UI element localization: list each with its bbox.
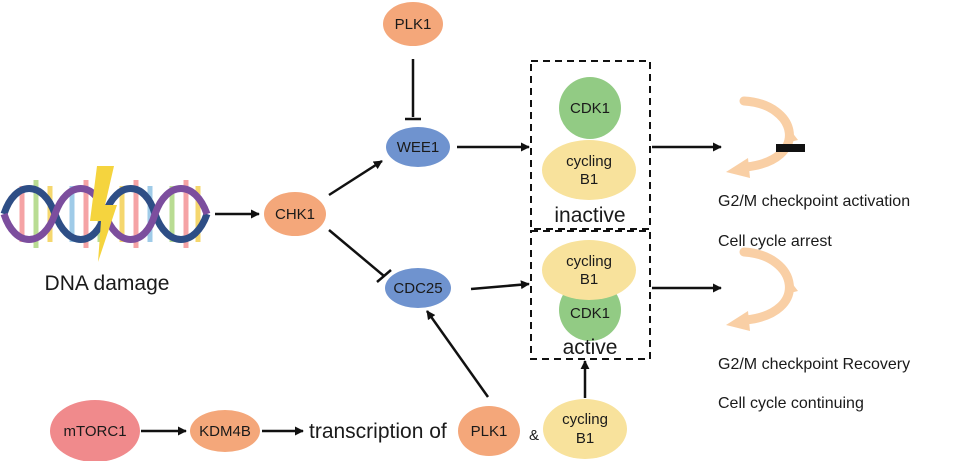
kdm4b-node: KDM4B — [190, 410, 260, 452]
svg-text:B1: B1 — [580, 271, 598, 288]
cyclin-b1-bottom-node: cycling B1 — [543, 399, 627, 459]
svg-text:mTORC1: mTORC1 — [63, 423, 126, 440]
dna-damage-label: DNA damage — [45, 272, 170, 295]
svg-text:B1: B1 — [580, 171, 598, 188]
checkpoint-recovery-label: G2/M checkpoint Recovery — [718, 356, 910, 373]
inhibit-bar-cdc25 — [376, 269, 392, 283]
svg-text:cycling: cycling — [566, 253, 612, 270]
svg-text:cycling: cycling — [562, 411, 608, 428]
arrow-plk1-to-cdc25 — [425, 310, 490, 398]
curved-arrow-icon — [726, 247, 798, 331]
plk1-top-node: PLK1 — [383, 2, 443, 46]
svg-text:B1: B1 — [576, 430, 594, 447]
plk1-bottom-node: PLK1 — [458, 406, 520, 456]
cell-cycle-continuing-label: Cell cycle continuing — [718, 395, 864, 412]
inhibit-chk1-to-cdc25 — [328, 229, 385, 277]
active-complex-box — [530, 230, 651, 360]
checkpoint-activation-label: G2/M checkpoint activation — [718, 193, 910, 210]
curved-arrow-blocked-icon — [726, 96, 805, 178]
svg-text:cycling: cycling — [566, 153, 612, 170]
svg-text:PLK1: PLK1 — [395, 16, 432, 33]
pathway-connectors — [141, 59, 722, 436]
svg-text:PLK1: PLK1 — [471, 423, 508, 440]
arrow-cdc25-to-active — [470, 280, 530, 291]
cdc25-node: CDC25 — [385, 268, 451, 308]
svg-text:CHK1: CHK1 — [275, 206, 315, 223]
svg-text:CDK1: CDK1 — [570, 305, 610, 322]
svg-text:CDC25: CDC25 — [393, 280, 442, 297]
mtorc1-node: mTORC1 — [50, 400, 140, 461]
arrow-chk1-to-wee1 — [328, 159, 383, 197]
transcription-of-label: transcription of — [309, 420, 447, 443]
cell-cycle-arrest-label: Cell cycle arrest — [718, 233, 832, 250]
chk1-node: CHK1 — [264, 192, 326, 236]
ampersand-label: & — [529, 427, 539, 444]
cdk1-inactive-node: CDK1 — [559, 77, 621, 139]
active-label: active — [563, 336, 618, 359]
svg-text:WEE1: WEE1 — [397, 139, 440, 156]
wee1-node: WEE1 — [386, 127, 450, 167]
cyclin-b1-active-node: cycling B1 — [542, 240, 636, 300]
lightning-bolt-icon — [90, 166, 117, 262]
svg-text:KDM4B: KDM4B — [199, 423, 251, 440]
cyclin-b1-inactive-node: cycling B1 — [542, 140, 636, 200]
svg-text:CDK1: CDK1 — [570, 100, 610, 117]
inactive-label: inactive — [554, 204, 625, 227]
